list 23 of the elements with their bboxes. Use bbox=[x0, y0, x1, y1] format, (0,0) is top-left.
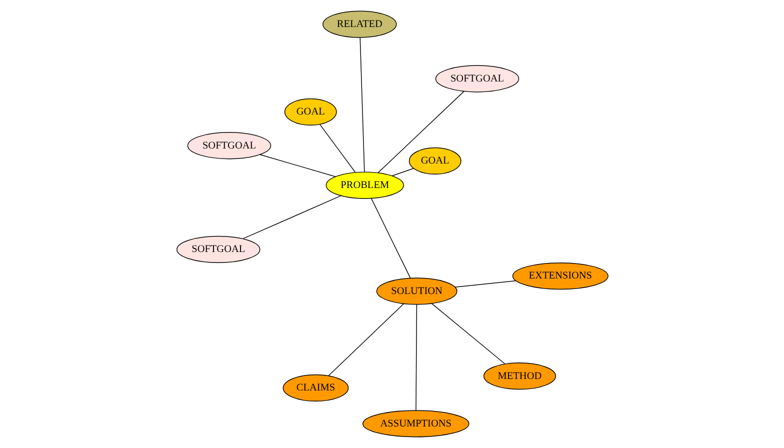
node-ellipse: CLAIMS bbox=[282, 374, 348, 402]
node-ellipse: METHOD bbox=[482, 362, 556, 390]
node-ellipse: SOFTGOAL bbox=[186, 132, 271, 160]
node-ellipse: SOLUTION bbox=[376, 278, 457, 305]
node-ellipse: ASSUMPTIONS bbox=[362, 410, 469, 438]
node-ellipse: GOAL bbox=[284, 98, 336, 126]
connector bbox=[259, 154, 336, 178]
connector bbox=[391, 168, 414, 176]
node-ellipse: GOAL bbox=[408, 147, 461, 175]
connector bbox=[415, 304, 417, 411]
connector bbox=[328, 304, 404, 376]
connector bbox=[319, 124, 356, 173]
connector bbox=[359, 37, 364, 172]
node-ellipse: RELATED bbox=[322, 10, 396, 38]
connector bbox=[454, 280, 516, 288]
connector bbox=[377, 91, 464, 174]
connector bbox=[242, 195, 341, 240]
node-ellipse: EXTENSIONS bbox=[512, 262, 608, 290]
node-ellipse: SOFTGOAL bbox=[434, 65, 519, 92]
node-ellipse: SOFTGOAL bbox=[176, 236, 260, 264]
connector bbox=[430, 303, 505, 364]
node-ellipse: PROBLEM bbox=[325, 172, 404, 199]
connector bbox=[370, 198, 410, 279]
